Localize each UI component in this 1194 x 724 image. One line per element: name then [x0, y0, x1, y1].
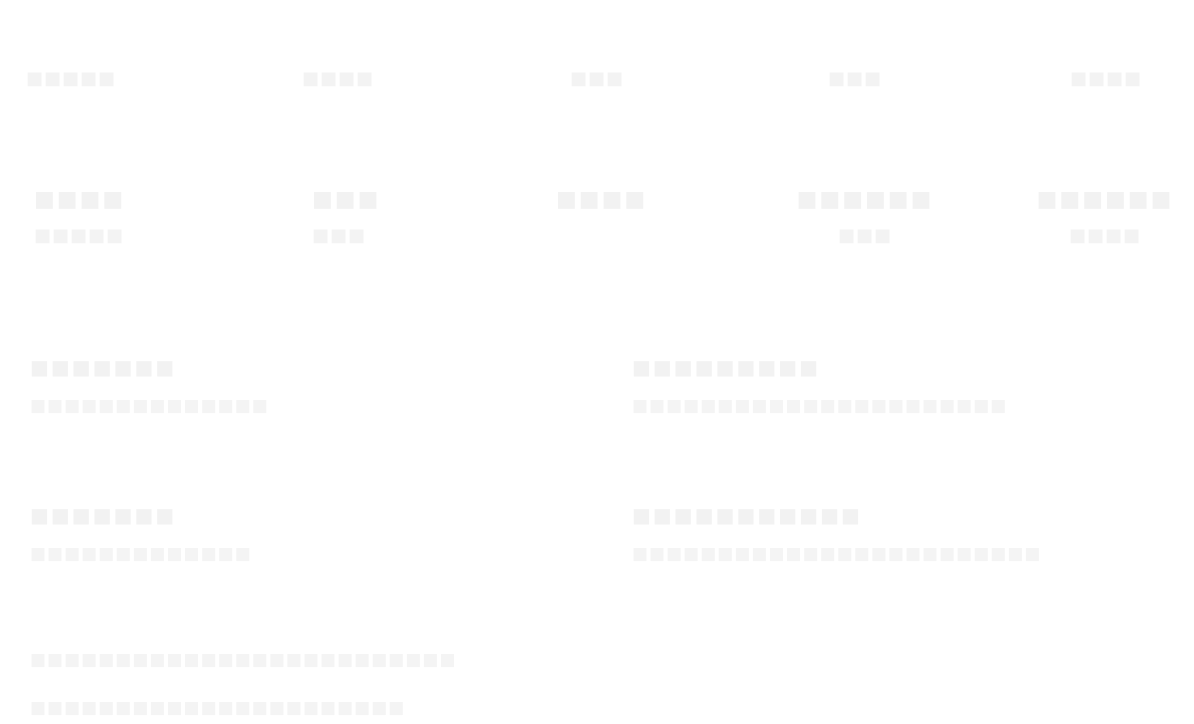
- tab-2[interactable]: ■■■■: [302, 68, 375, 89]
- item-title: ■■■■■■■: [30, 503, 177, 527]
- tab-3[interactable]: ■■■: [570, 68, 625, 89]
- item-subtitle: ■■■■■■■■■■■■■■■■■■■■■■■■: [632, 544, 1042, 564]
- stat-5: ■■■■■■ ■■■■: [1030, 185, 1180, 265]
- tab-bar: ■■■■■ ■■■■ ■■■ ■■■ ■■■■: [0, 58, 1194, 102]
- stat-value: ■■■■: [1068, 225, 1142, 246]
- footer-line-1: ■■■■■■■■■■■■■■■■■■■■■■■■■: [30, 650, 457, 670]
- list-item[interactable]: ■■■■■■■ ■■■■■■■■■■■■■■: [30, 350, 590, 450]
- item-list: ■■■■■■■ ■■■■■■■■■■■■■■ ■■■■■■■■■ ■■■■■■■…: [0, 350, 1194, 590]
- footer-line-2: ■■■■■■■■■■■■■■■■■■■■■■: [30, 698, 406, 718]
- stat-2: ■■■ ■■■: [312, 185, 380, 265]
- list-item[interactable]: ■■■■■■■ ■■■■■■■■■■■■■: [30, 498, 590, 598]
- item-subtitle: ■■■■■■■■■■■■■■: [30, 396, 269, 416]
- footer: ■■■■■■■■■■■■■■■■■■■■■■■■■ ■■■■■■■■■■■■■■…: [30, 645, 1130, 724]
- stat-value: ■■■■■: [34, 225, 125, 246]
- stat-value: ■■■: [312, 225, 367, 246]
- stat-label: ■■■■: [34, 187, 126, 212]
- stat-label: ■■■■■■: [1036, 187, 1174, 212]
- stat-value: ■■■: [837, 225, 893, 246]
- item-subtitle: ■■■■■■■■■■■■■: [30, 544, 252, 564]
- tab-5[interactable]: ■■■■: [1070, 68, 1143, 89]
- item-title: ■■■■■■■■■■■: [632, 503, 862, 527]
- item-title: ■■■■■■■■■: [632, 355, 821, 379]
- stat-4: ■■■■■■ ■■■: [790, 185, 940, 265]
- list-item[interactable]: ■■■■■■■■■ ■■■■■■■■■■■■■■■■■■■■■■: [632, 350, 1192, 450]
- stat-label: ■■■■: [556, 187, 648, 212]
- stats-row: ■■■■ ■■■■■ ■■■ ■■■ ■■■■ ■■■■■■ ■■■ ■■■■■…: [0, 185, 1194, 265]
- stat-3: ■■■■: [556, 185, 647, 265]
- list-item[interactable]: ■■■■■■■■■■■ ■■■■■■■■■■■■■■■■■■■■■■■■: [632, 498, 1192, 598]
- item-subtitle: ■■■■■■■■■■■■■■■■■■■■■■: [632, 396, 1008, 416]
- stat-label: ■■■■■■: [796, 187, 934, 212]
- stat-label: ■■■: [312, 187, 381, 212]
- tab-1[interactable]: ■■■■■: [26, 68, 117, 89]
- stat-1: ■■■■ ■■■■■: [34, 185, 125, 265]
- item-title: ■■■■■■■: [30, 355, 177, 379]
- tab-4[interactable]: ■■■: [828, 68, 883, 89]
